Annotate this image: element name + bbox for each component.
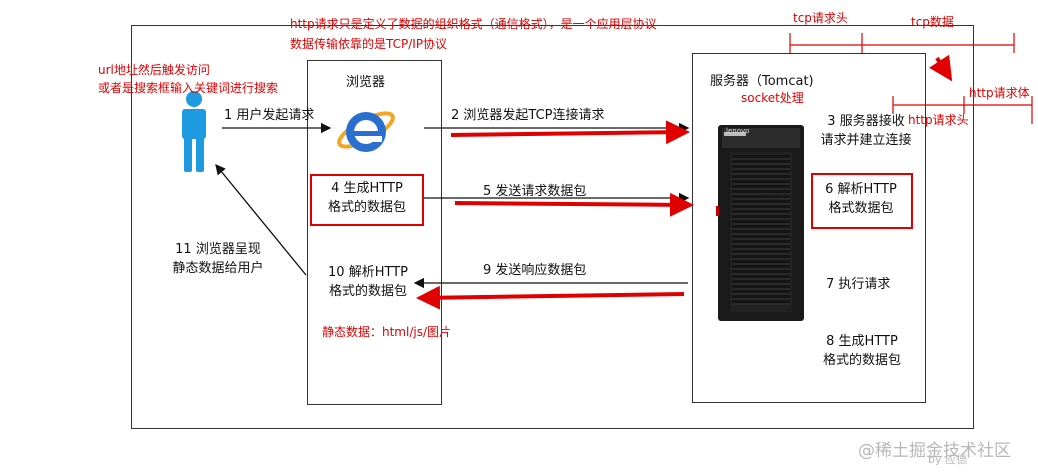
socket-label: socket处理 <box>741 91 804 105</box>
server-brand-label: ThinkServer <box>763 194 794 200</box>
user-icon <box>182 91 206 172</box>
tcp-header-label: tcp请求头 <box>793 11 848 25</box>
ie-browser-icon <box>337 111 395 152</box>
watermark-author: by 应德 <box>928 453 967 466</box>
arrow-browser-to-user <box>215 163 307 276</box>
red-arrow-diagonal <box>929 54 953 82</box>
step-7-label: 7 执行请求 <box>826 277 891 292</box>
server-maker-label: lenovo <box>726 127 750 135</box>
step-3-label: 3 服务器接收请求并建立连接 <box>820 114 912 148</box>
http-note-line1: http请求只是定义了数据的组织格式（通信格式），是一个应用层协议 <box>290 17 657 31</box>
step-4-highlight <box>310 174 424 226</box>
red-arrow-response <box>416 285 685 310</box>
step-6-highlight <box>811 173 913 229</box>
url-note-line1: url地址然后触发访问 <box>98 63 210 77</box>
red-arrow-tcp <box>450 120 690 145</box>
step-2-label: 2 浏览器发起TCP连接请求 <box>451 108 605 123</box>
http-note-line2: 数据传输依靠的是TCP/IP协议 <box>290 37 448 51</box>
static-data-label: 静态数据：html/js/图片 <box>322 325 452 339</box>
step-1-label: 1 用户发起请求 <box>224 108 315 123</box>
url-note-line2: 或者是搜索框输入关键词进行搜索 <box>98 81 279 95</box>
watermark-site: @稀土掘金技术社区 <box>858 441 1011 461</box>
step-11-label: 11 浏览器呈现静态数据给用户 <box>172 242 264 276</box>
step-9-label: 9 发送响应数据包 <box>483 263 587 278</box>
browser-title: 浏览器 <box>346 75 386 90</box>
http-body-label: http请求体 <box>969 86 1030 100</box>
red-arrow-request <box>454 192 694 217</box>
server-title: 服务器（Tomcat) <box>710 74 814 89</box>
http-header-label: http请求头 <box>908 113 969 127</box>
step-5-label: 5 发送请求数据包 <box>483 184 587 199</box>
tcp-data-label: tcp数据 <box>911 15 954 29</box>
server-vent-grille <box>732 155 790 305</box>
